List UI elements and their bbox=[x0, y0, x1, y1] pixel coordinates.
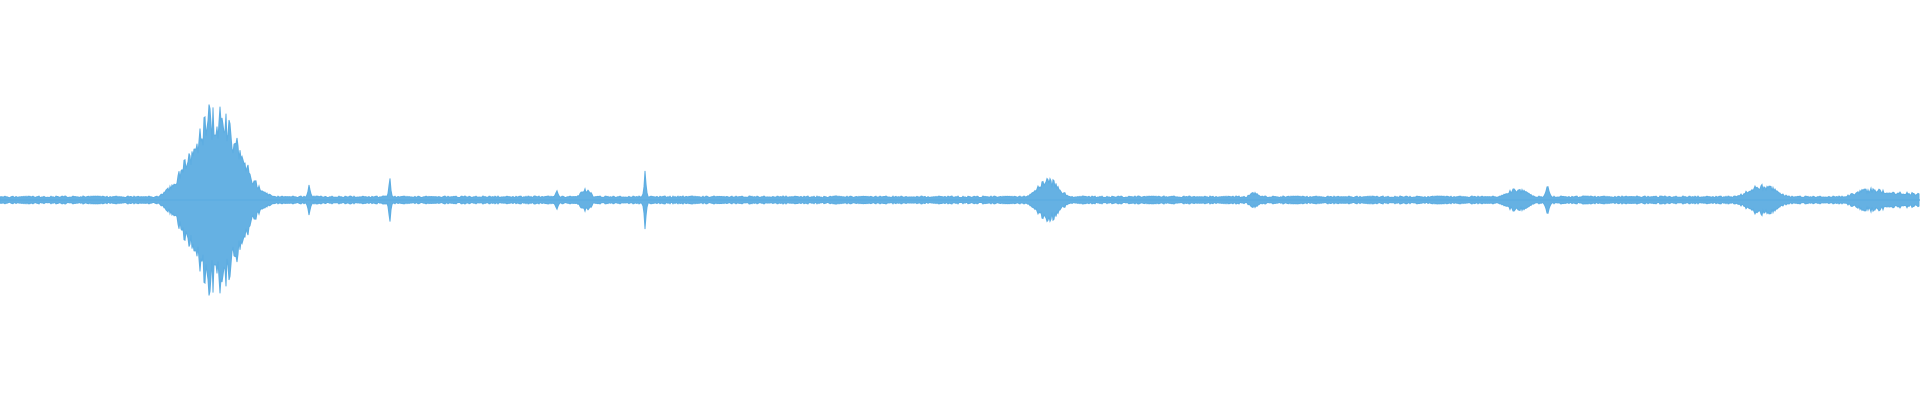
waveform-trace bbox=[0, 104, 1920, 296]
